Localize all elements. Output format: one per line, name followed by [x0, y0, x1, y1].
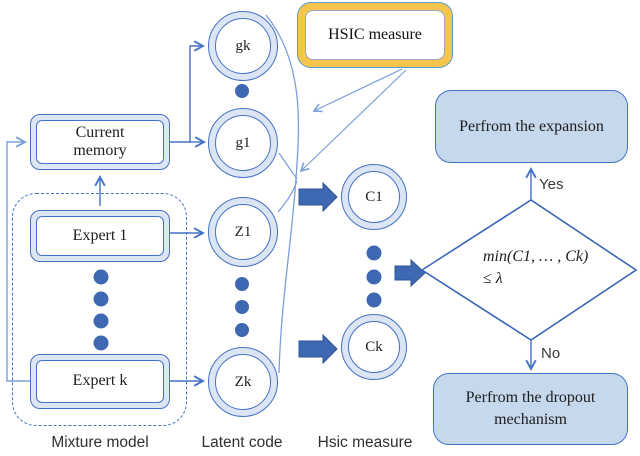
- zk-node: Zk: [208, 347, 278, 417]
- expert-k-box: Expert k: [30, 354, 170, 409]
- current-memory-box: Current memory: [30, 114, 170, 170]
- hsic-pointer-arrow-lower: [301, 69, 407, 171]
- latent-ellipsis-dots: [235, 277, 249, 337]
- z1-funnel-curve: [277, 180, 298, 213]
- c1-label: C1: [365, 188, 383, 205]
- c1-node: C1: [341, 164, 407, 230]
- hsic-measure-box: HSIC measure: [297, 2, 453, 68]
- block-arrow-to-ck: [298, 333, 338, 365]
- g1-label: g1: [235, 134, 251, 151]
- yes-branch-label: Yes: [539, 176, 564, 193]
- zk-label: Zk: [234, 373, 252, 390]
- gk-node: gk: [208, 11, 278, 81]
- expert-1-label: Expert 1: [72, 226, 128, 244]
- latent-code-caption: Latent code: [201, 434, 283, 451]
- no-branch-label: No: [541, 345, 561, 362]
- hsic-measure-label: HSIC measure: [328, 26, 422, 43]
- g1-funnel-curve: [278, 152, 298, 180]
- decision-condition-line1: min(C1, … , Ck): [483, 248, 589, 265]
- z1-label: Z1: [234, 223, 252, 240]
- expert-1-box: Expert 1: [30, 210, 170, 262]
- hsic-pointer-arrow-upper: [314, 68, 403, 111]
- expert-k-label: Expert k: [72, 372, 128, 390]
- hsic-measure-caption: Hsic measure: [317, 434, 413, 451]
- ck-label: Ck: [365, 338, 383, 355]
- gk-label: gk: [235, 37, 251, 54]
- block-arrow-to-diamond: [394, 258, 426, 288]
- c-ellipsis-dots: [366, 245, 382, 308]
- decision-condition-line2: ≤ λ: [483, 270, 503, 288]
- g1-node: g1: [208, 108, 278, 178]
- mixture-model-caption: Mixture model: [51, 434, 149, 451]
- ck-node: Ck: [341, 314, 407, 380]
- g-ellipsis-dot: [235, 84, 249, 98]
- z1-node: Z1: [208, 197, 278, 267]
- decision-condition: min(C1, … , Ck) ≤ λ: [483, 246, 615, 291]
- current-memory-label: Current memory: [73, 123, 127, 159]
- latent-group-arc: [265, 14, 300, 374]
- expansion-box: Perfrom the expansion: [435, 90, 628, 163]
- block-arrow-to-c1: [298, 181, 338, 213]
- dropout-box: Perfrom the dropout mechanism: [433, 373, 628, 445]
- dropout-label: Perfrom the dropout mechanism: [465, 389, 596, 428]
- arrow-memory-to-gk: [170, 46, 203, 143]
- expansion-label: Perfrom the expansion: [459, 117, 604, 135]
